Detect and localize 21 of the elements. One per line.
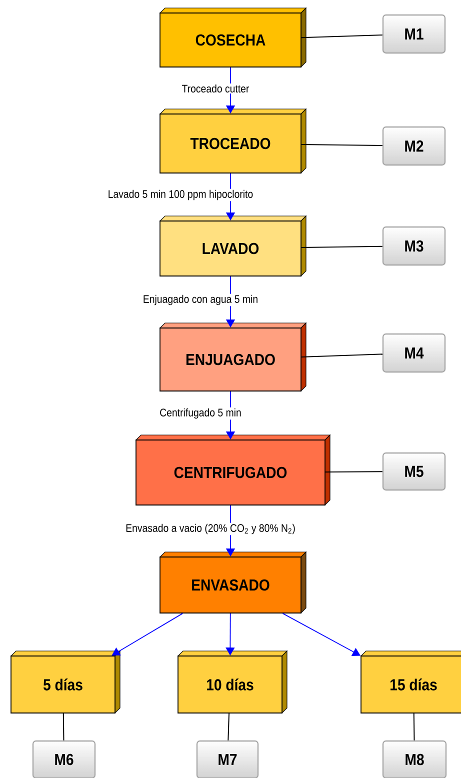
sample-button: M8 (382, 740, 447, 778)
sample-button: M4 (382, 333, 446, 373)
edge-label: Troceado cutter (180, 83, 250, 94)
edge-label: Envasado a vacio (20% CO$_{2}$ y 80% N$_{2}$) (124, 522, 296, 536)
sample-button: M7 (196, 740, 259, 778)
sample-button: M3 (382, 226, 446, 266)
connector-line (62, 712, 64, 741)
sample-button: M2 (382, 126, 446, 166)
sample-button: M6 (32, 740, 96, 778)
connector-line (413, 712, 415, 741)
connector-line (300, 34, 383, 38)
connector-line (324, 471, 383, 472)
sample-button: M1 (382, 14, 446, 54)
sample-button: M5 (382, 452, 446, 491)
edge-label: Lavado 5 min 100 ppm hipoclorito (106, 188, 254, 202)
connector-line (300, 354, 383, 358)
connector-line (300, 144, 383, 146)
connector-line (228, 712, 230, 741)
edge-label: Centrifugado 5 min (158, 407, 242, 420)
edge-label: Enjuagado con agua 5 min (142, 294, 260, 306)
connector-line (300, 246, 383, 248)
